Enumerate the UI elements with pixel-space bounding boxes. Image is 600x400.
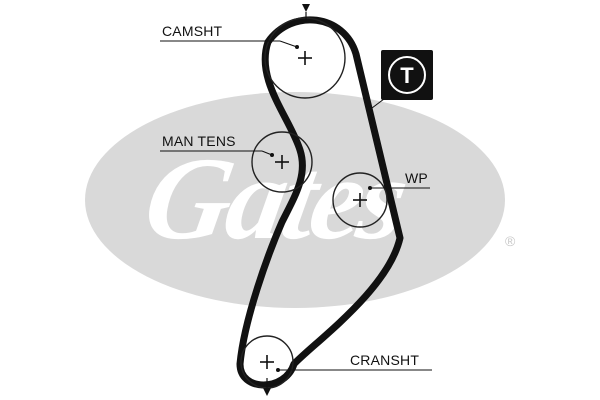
tensioner-center-cross-icon	[275, 155, 289, 169]
camshaft-timing-arrow-icon	[302, 4, 310, 12]
crankshaft-label: CRANSHT	[350, 352, 419, 368]
camshaft-timing-mark	[302, 4, 310, 22]
badge-ring	[388, 56, 426, 94]
belt-path	[236, 16, 404, 389]
tensioner-label: MAN TENS	[162, 133, 236, 149]
crankshaft-pulley	[240, 335, 294, 396]
camshaft-center-cross-icon	[298, 51, 312, 65]
water-pump-callout: WP	[368, 170, 430, 190]
manual-tensioner-pulley	[251, 131, 313, 193]
tensioner-callout: MAN TENS	[160, 133, 274, 157]
gates-watermark: Gates ®	[85, 92, 516, 308]
crankshaft-center-cross-icon	[260, 355, 274, 369]
water-pump-pulley-circle	[332, 172, 388, 228]
tensioner-pulley-circle	[251, 131, 313, 193]
crankshaft-callout: CRANSHT	[276, 352, 432, 372]
camshaft-pulley-circle	[264, 17, 346, 99]
water-pump-label: WP	[405, 170, 428, 186]
crankshaft-timing-mark	[263, 378, 271, 396]
tensioner-badge: T	[371, 50, 433, 109]
watermark-registered-mark: ®	[505, 233, 516, 249]
camshaft-pulley	[264, 4, 346, 99]
badge-letter: T	[400, 63, 414, 88]
water-pump-center-cross-icon	[353, 193, 367, 207]
camshaft-callout: CAMSHT	[160, 23, 299, 49]
crankshaft-timing-arrow-icon	[263, 388, 271, 396]
timing-belt	[236, 16, 404, 389]
camshaft-label: CAMSHT	[162, 23, 223, 39]
water-pump-pulley	[332, 172, 388, 228]
